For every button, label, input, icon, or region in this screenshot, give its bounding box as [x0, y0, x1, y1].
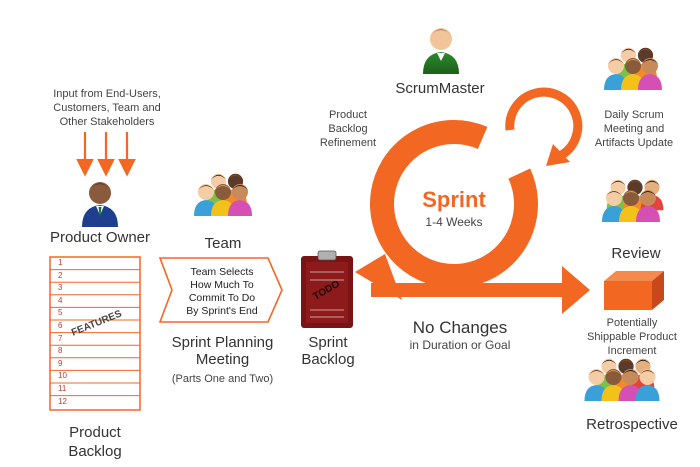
planning-line: How Much To [190, 279, 254, 292]
person-icon [638, 58, 662, 90]
increment-box-icon [604, 271, 664, 310]
input-arrows-icon [76, 132, 136, 177]
backlog-row-number: 8 [58, 346, 63, 356]
product-backlog-list [49, 256, 141, 411]
person-icon [635, 369, 660, 401]
increment-line: Potentially [606, 317, 658, 329]
backlog-row-number: 7 [58, 333, 63, 343]
review-label: Review [611, 245, 661, 262]
backlog-row-number: 11 [58, 384, 67, 393]
input-line: Other Stakeholders [59, 115, 155, 128]
sprint-planning-label: Sprint Planning Meeting [150, 334, 295, 369]
product-backlog-line: Product [69, 424, 121, 441]
daily-scrum-label: Daily Scrum Meeting and Artifacts Update [575, 109, 693, 150]
person-icon [636, 190, 660, 222]
backlog-row-number: 9 [58, 358, 63, 368]
no-changes-label: No Changes [412, 318, 508, 337]
planning-line: Commit To Do [188, 292, 256, 305]
retrospective-people-group-icon [584, 358, 660, 401]
product-backlog-label: Product Backlog [40, 424, 150, 462]
sprint-backlog-line: Sprint [308, 334, 348, 351]
refinement-line: Product [329, 109, 367, 121]
person-icon [621, 58, 645, 90]
backlog-row-number: 5 [58, 308, 63, 318]
backlog-row-number: 3 [58, 283, 63, 293]
product-owner-label: Product Owner [49, 229, 151, 246]
increment-line: Shippable Product [587, 330, 677, 343]
planning-chevron-box [158, 257, 283, 323]
planning-line: By Sprint's End [186, 305, 258, 318]
team-label: Team [204, 235, 242, 252]
backlog-row-number: 4 [58, 295, 63, 305]
backlog-row-number: 1 [58, 258, 63, 267]
planning-line: Team Selects [190, 266, 254, 278]
backlog-row-number: 10 [58, 371, 67, 381]
sprint-duration: 1-4 Weeks [425, 215, 483, 229]
sprint-cycle-arrow-icon [355, 87, 590, 314]
no-changes-sub: in Duration or Goal [409, 338, 511, 352]
review-people-group-icon [602, 179, 664, 222]
increment-line: Increment [607, 344, 657, 357]
scrum-master-label: ScrumMaster [395, 80, 485, 97]
planning-box-text: Team Selects How Much To Commit To Do By… [170, 266, 274, 319]
input-text: Input from End-Users, Customers, Team an… [38, 88, 176, 129]
backlog-row-number: 2 [58, 270, 63, 280]
sprint-backlog-label: Sprint Backlog [287, 334, 369, 369]
increment-label: Potentially Shippable Product Increment [572, 317, 692, 358]
daily-scrum-people-group-icon [604, 47, 662, 90]
product-backlog-line: Backlog [68, 442, 122, 460]
sprint-label: Sprint [422, 187, 486, 212]
scrum-master-person-icon [423, 28, 459, 74]
refinement-line: Backlog [328, 122, 368, 135]
daily-scrum-line: Meeting and [603, 122, 665, 135]
daily-scrum-line: Daily Scrum [604, 109, 664, 121]
sprint-backlog-line: Backlog [301, 351, 355, 369]
refinement-label: Product Backlog Refinement [308, 109, 388, 150]
person-icon [228, 184, 252, 216]
refinement-line: Refinement [319, 136, 377, 149]
backlog-row-number: 6 [58, 321, 63, 330]
daily-scrum-line: Artifacts Update [594, 136, 674, 149]
sprint-planning-sub: (Parts One and Two) [171, 373, 274, 385]
input-line: Input from End-Users, [53, 88, 161, 100]
clipboard-icon [301, 250, 353, 328]
retrospective-label: Retrospective [586, 416, 678, 433]
team-people-group-icon [194, 173, 252, 216]
backlog-row-number: 12 [58, 396, 67, 406]
input-line: Customers, Team and [53, 101, 161, 114]
product-owner-person-icon [82, 182, 118, 227]
sprint-planning-line: Sprint Planning [171, 334, 274, 351]
sprint-planning-line: Meeting [195, 351, 250, 369]
